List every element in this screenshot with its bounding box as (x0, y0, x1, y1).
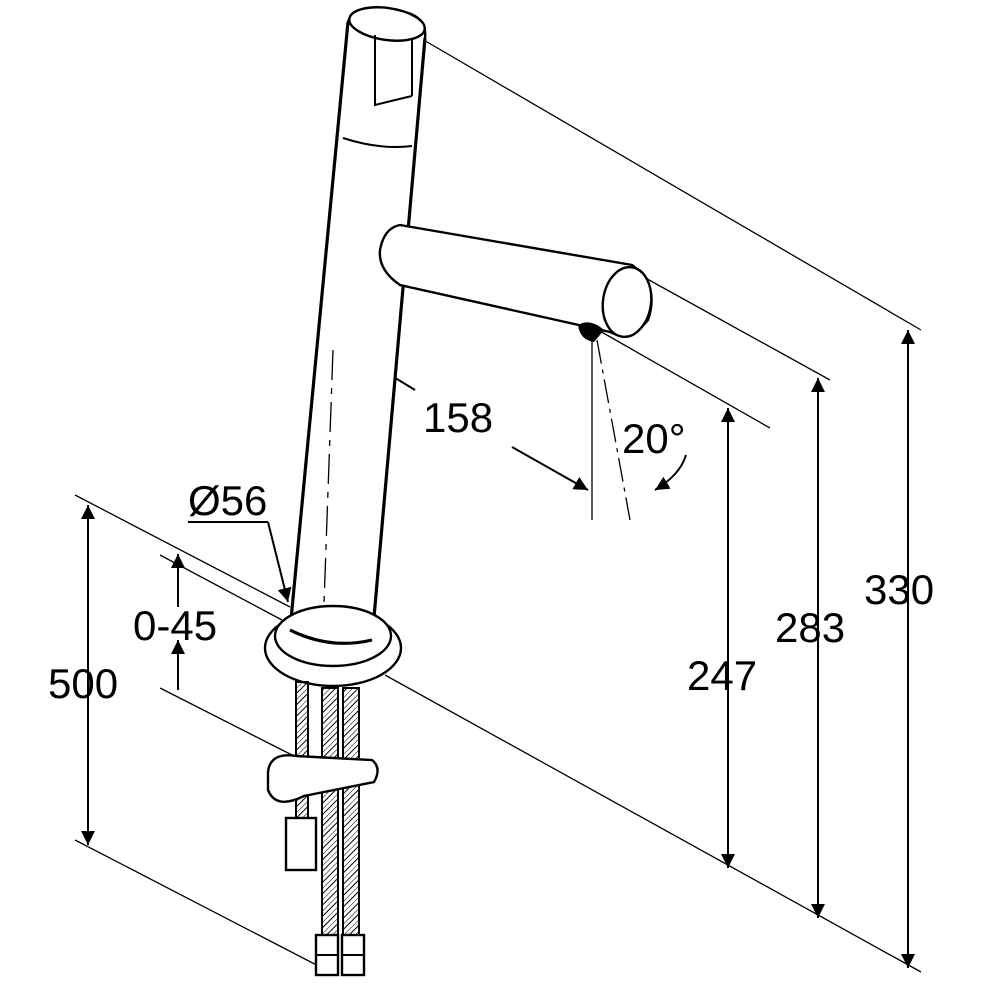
dim-label-worktop: 0-45 (133, 602, 217, 649)
dim-label-158: 158 (423, 394, 493, 441)
dim-label-angle: 20° (622, 415, 686, 462)
tap-body (263, 6, 687, 977)
dim-label-500: 500 (48, 660, 118, 707)
dim-label-283: 283 (775, 604, 845, 651)
dim-label-diameter: Ø56 (188, 477, 267, 524)
dim-leader-diameter (188, 521, 292, 603)
dim-label-247: 247 (687, 652, 757, 699)
dim-label-330: 330 (864, 566, 934, 613)
